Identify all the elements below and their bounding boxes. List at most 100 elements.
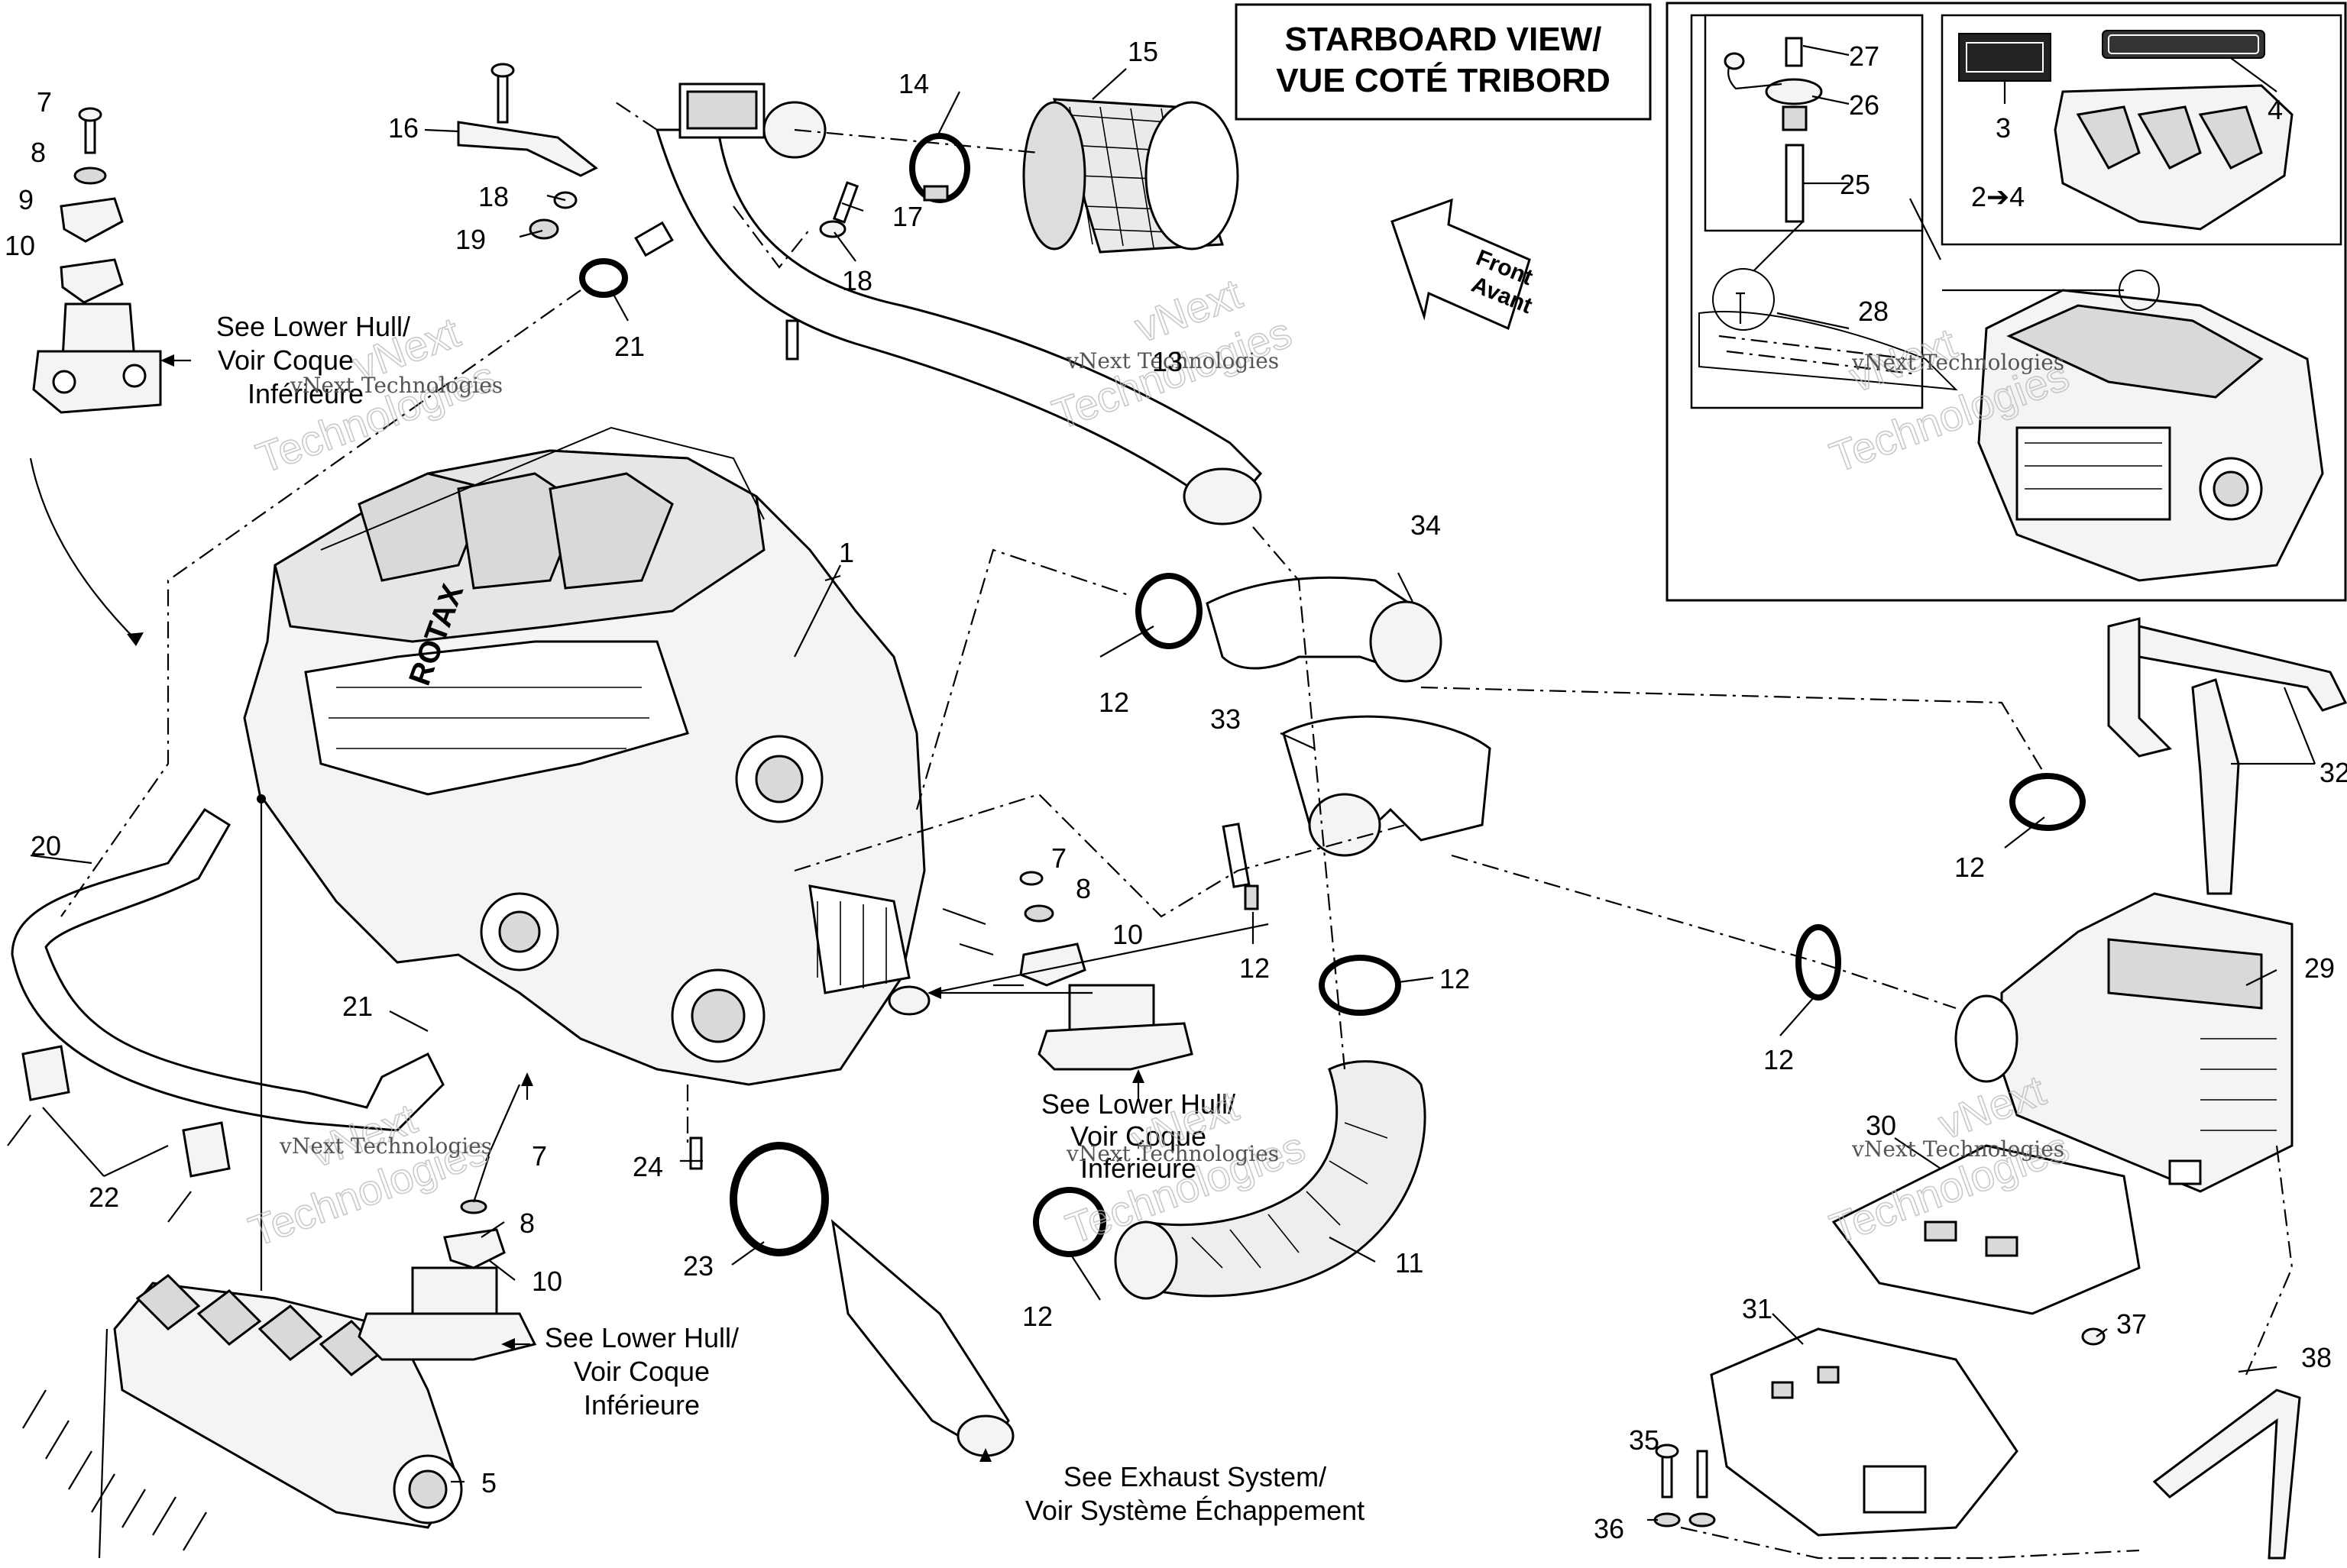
callout-label: 19 [455,224,486,255]
svg-text:Inférieure: Inférieure [248,378,364,409]
leader-lines [29,68,2316,1559]
air-filter-15 [1022,98,1239,254]
callout-label: 12 [1099,687,1129,718]
callout-label: 13 [1152,346,1183,377]
hardware-17-18-19-21 [529,181,859,298]
callout-label: 29 [2304,952,2335,984]
callout-label: 12 [1954,852,1985,883]
engine-cover-inset [2054,84,2294,231]
hull-inset-sketch [1698,198,2160,391]
callout-label: 20 [31,830,61,862]
intake-duct-13 [655,82,1263,525]
svg-text:vNext Technologies: vNext Technologies [279,1133,492,1159]
callout-label: 12 [1763,1044,1794,1075]
hardware-35-36-37 [1653,1327,2106,1528]
callout-label: 7 [532,1140,547,1172]
callout-label: 12 [1439,963,1470,994]
callout-label: 30 [1866,1110,1896,1141]
plate-31 [1710,1327,2018,1537]
callout-label: 5 [481,1467,497,1498]
svg-text:vNext Technologies: vNext Technologies [1066,348,1279,373]
callout-label: 10 [532,1266,562,1297]
inset-panel [1666,2,2347,602]
bracket-32 [2107,617,2347,895]
callout-label: 1 [839,537,854,568]
svg-text:vNext Technologies: vNext Technologies [1851,350,2064,375]
exhaust-outlet-23 [689,1136,1015,1457]
callout-label: 38 [2301,1342,2332,1373]
svg-text:Voir Coque: Voir Coque [218,344,354,376]
clamp-12-e [1795,924,1841,1001]
callout-label: 9 [18,184,34,215]
oil-dipstick-parts [1724,37,1823,223]
callout-labels: 1 2➔4 3 4 5 7 7 7 8 8 8 9 10 10 10 11 12… [5,36,2347,1544]
svg-text:See Lower Hull/: See Lower Hull/ [545,1322,739,1353]
engine-mount-lower-left [358,1199,537,1361]
engine-mount-left [32,107,162,414]
engine-assembly-1: ROTAX [243,319,931,1086]
callout-label: 10 [1112,919,1143,950]
bracket-16 [457,63,598,177]
title-line-2: VUE COTÉ TRIBORD [1276,61,1611,99]
callout-label: 16 [388,112,419,144]
svg-text:vNext Technologies: vNext Technologies [1851,1136,2064,1162]
callout-label: 11 [1395,1247,1423,1279]
front-direction-arrow: Front Avant [1390,198,1536,331]
svg-text:Voir Coque: Voir Coque [1070,1120,1206,1152]
callout-label: 21 [342,991,373,1022]
svg-text:vNext Technologies: vNext Technologies [290,373,503,398]
svg-text:Inférieure: Inférieure [584,1389,700,1421]
intercooler-29 [1954,892,2294,1193]
clamp-14 [909,133,970,203]
clamp-12-b [1319,955,1401,1016]
svg-text:Inférieure: Inférieure [1080,1153,1196,1184]
callout-label: 10 [5,230,35,261]
callout-label: 33 [1210,703,1241,735]
callout-label: 7 [37,86,52,118]
callout-label: 8 [520,1208,535,1239]
svg-text:Voir Coque: Voir Coque [574,1356,710,1387]
callout-label: 8 [31,137,46,168]
title-box: STARBOARD VIEW/ VUE COTÉ TRIBORD [1235,3,1652,121]
clamp-12-d [2009,773,2086,831]
note-exhaust-system: See Exhaust System/ Voir Système Échappe… [1025,1461,1364,1526]
callout-label: 18 [478,181,509,212]
callout-label: 14 [898,68,929,99]
callout-label: 15 [1128,36,1158,67]
callout-label: 26 [1849,89,1879,121]
callout-label: 32 [2319,757,2347,788]
callout-label: 37 [2116,1308,2147,1340]
callout-label: 3 [1996,112,2011,144]
note-lower-hull-c: See Lower Hull/ Voir Coque Inférieure [545,1322,739,1421]
callout-label: 4 [2268,94,2283,125]
clamp-12-a [1135,573,1203,649]
callout-label: 35 [1629,1424,1659,1456]
callout-label: 18 [842,265,872,296]
svg-text:See Lower Hull/: See Lower Hull/ [1041,1088,1235,1120]
svg-text:vNext Technologies: vNext Technologies [1066,1141,1279,1166]
callout-label: 22 [89,1182,119,1213]
callout-label: 7 [1051,842,1067,874]
callout-label: 23 [683,1250,714,1282]
bracket-38 [2152,1389,2301,1560]
svg-text:See Lower Hull/: See Lower Hull/ [216,311,410,342]
svg-text:Voir Système Échappement: Voir Système Échappement [1025,1495,1364,1526]
duct-11 [1114,1060,1426,1300]
title-line-1: STARBOARD VIEW/ [1285,21,1602,58]
svg-text:See Exhaust System/: See Exhaust System/ [1063,1461,1326,1492]
note-lower-hull-a: See Lower Hull/ Voir Coque Inférieure [216,311,410,409]
sensor-12-center [1222,823,1259,910]
callout-label: 27 [1849,40,1879,72]
decal-parts [1958,30,2265,82]
callout-label: 25 [1840,169,1870,200]
callout-label: 17 [892,201,923,232]
callout-label: 12 [1239,952,1270,984]
engine-mount-center [1019,871,1193,1071]
callout-label: 2➔4 [1971,181,2025,212]
callout-label: 31 [1742,1293,1772,1324]
callout-label: 36 [1594,1513,1624,1544]
callout-label: 34 [1410,509,1441,541]
hose-20 [11,807,445,1132]
